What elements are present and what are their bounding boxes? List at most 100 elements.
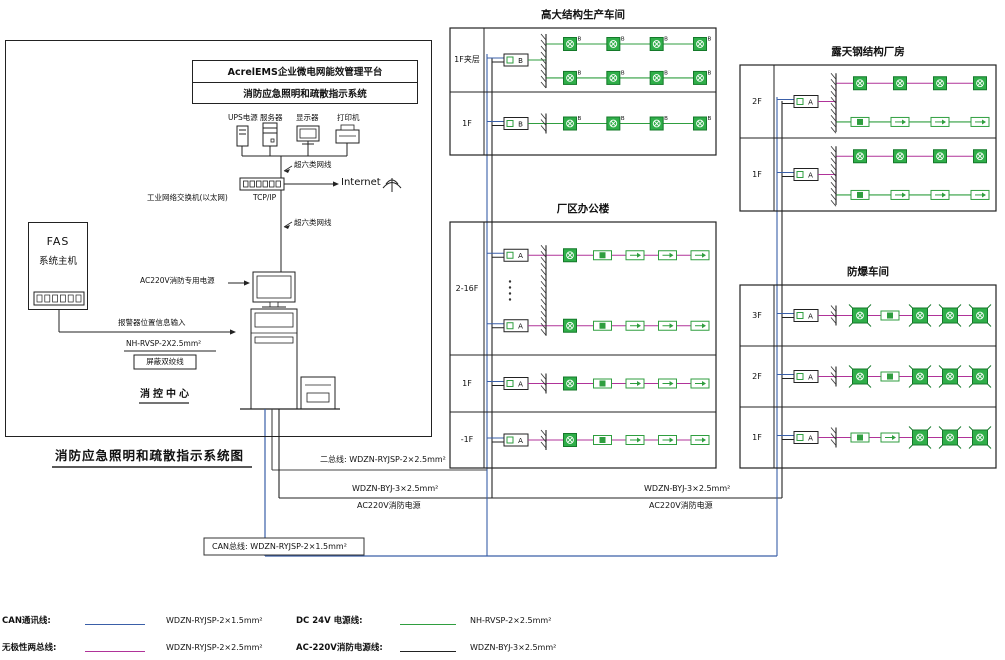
printer-label: 打印机 (337, 113, 360, 122)
emergency-luminaire-icon (933, 76, 947, 91)
explosion-proof-luminaire-icon (968, 365, 992, 388)
wall-hatch-icon (540, 244, 547, 336)
exit-indicator-icon (593, 250, 612, 261)
svg-text:A: A (808, 171, 813, 179)
wall-hatch-icon (540, 33, 547, 89)
building-title: 高大结构生产车间 (541, 8, 625, 21)
svg-text:B: B (578, 116, 582, 122)
building-box: AA (739, 64, 997, 212)
emergency-luminaire-icon: B (693, 116, 712, 131)
wall-hatch-icon (540, 373, 547, 394)
distribution-module: A (503, 433, 529, 447)
legend-spec-can: WDZN-RYJSP-2×1.5mm² (166, 616, 263, 625)
control-center-box (5, 40, 432, 437)
direction-sign-icon (930, 189, 950, 200)
direction-sign-icon (890, 116, 910, 127)
wireless-signal-icon (382, 178, 402, 192)
svg-text:A: A (518, 252, 523, 260)
svg-text:A: A (808, 434, 813, 442)
direction-sign-icon (625, 250, 645, 261)
exit-indicator-icon (593, 320, 612, 331)
wall-hatch-icon (830, 145, 837, 207)
svg-text:B: B (518, 57, 523, 65)
floor-label: 1F (752, 169, 762, 179)
svg-text:B: B (708, 116, 712, 122)
building-title: 防爆车间 (847, 265, 889, 278)
building-title: 露天钢结构厂房 (831, 45, 905, 58)
svg-text:B: B (621, 37, 625, 43)
wall-hatch-icon (540, 113, 547, 134)
emergency-luminaire-icon: B (563, 37, 582, 51)
shielded-pair-label: 屏蔽双绞线 (146, 357, 184, 366)
switch-label: 工业网络交换机(以太网) (147, 193, 228, 202)
cable-spec-label: NH-RVSP-2X2.5mm² (126, 339, 202, 348)
svg-text:A: A (808, 312, 813, 320)
floor-label: 2-16F (455, 283, 479, 293)
legend-label-can: CAN通讯线: (2, 616, 51, 626)
emergency-luminaire-icon: B (693, 37, 712, 51)
exit-indicator-icon (880, 310, 900, 321)
floor-label: 2F (752, 371, 762, 381)
emergency-luminaire-icon (563, 376, 577, 391)
distribution-module: A (793, 309, 819, 322)
svg-text:B: B (518, 120, 523, 128)
direction-sign-icon (690, 435, 710, 445)
legend-swatch-can (85, 624, 145, 625)
byj-right-power-label: AC220V消防电源 (649, 501, 713, 510)
svg-text:B: B (664, 70, 668, 76)
exit-indicator-icon (850, 432, 870, 443)
legend-label-dc24: DC 24V 电源线: (296, 616, 363, 626)
platform-title-line2: 消防应急照明和疏散指示系统 (193, 81, 417, 104)
svg-text:B: B (708, 70, 712, 76)
direction-sign-icon (690, 378, 710, 389)
explosion-proof-luminaire-icon (968, 304, 992, 327)
network-switch-icon (239, 177, 285, 191)
direction-sign-icon (658, 320, 677, 331)
cat6-label-top: 超六类网线 (294, 160, 332, 169)
legend-spec-dc24: NH-RVSP-2×2.5mm² (470, 616, 552, 625)
monitor-label: 显示器 (296, 113, 319, 122)
floor-label: 1F (752, 432, 762, 442)
svg-text:B: B (664, 116, 668, 122)
diagram-title: 消防应急照明和疏散指示系统图 (55, 448, 245, 463)
direction-sign-icon (625, 378, 645, 389)
explosion-proof-luminaire-icon (908, 365, 932, 388)
distribution-module: B (503, 53, 529, 67)
legend-swatch-twobus (85, 651, 145, 652)
direction-sign-icon (690, 250, 710, 261)
floor-label: 3F (752, 310, 762, 320)
can-label-box (203, 537, 365, 556)
svg-text:A: A (808, 373, 813, 381)
explosion-proof-luminaire-icon (908, 426, 932, 449)
wall-hatch-icon (830, 72, 837, 134)
emergency-luminaire-icon: B (563, 116, 582, 131)
wall-hatch-icon (830, 305, 837, 326)
server-label: 服务器 (260, 113, 283, 122)
byj-right-spec-label: WDZN-BYJ-3×2.5mm² (644, 484, 731, 493)
building-box: A A A (739, 284, 997, 469)
exit-indicator-icon (593, 435, 612, 445)
emergency-luminaire-icon (563, 318, 577, 333)
emergency-luminaire-icon (853, 149, 867, 164)
emergency-luminaire-icon: B (693, 70, 712, 85)
two-bus-label: 二总线: WDZN-RYJSP-2×2.5mm² (320, 455, 446, 464)
emergency-luminaire-icon: B (563, 70, 582, 85)
direction-sign-icon (658, 250, 677, 261)
building-title: 厂区办公楼 (556, 202, 610, 215)
emergency-luminaire-icon: B (649, 116, 668, 131)
explosion-proof-luminaire-icon (908, 304, 932, 327)
direction-sign-icon (880, 432, 900, 443)
direction-sign-icon (625, 435, 645, 445)
wall-hatch-icon (830, 427, 837, 448)
emergency-luminaire-icon (933, 149, 947, 164)
emergency-luminaire-icon (563, 433, 577, 447)
wall-hatch-icon (830, 366, 837, 387)
distribution-module: A (503, 377, 529, 390)
byj-left-spec-label: WDZN-BYJ-3×2.5mm² (352, 484, 439, 493)
ups-label: UPS电源 (228, 113, 258, 122)
emergency-luminaire-icon (973, 149, 987, 164)
emergency-luminaire-icon: B (649, 37, 668, 51)
